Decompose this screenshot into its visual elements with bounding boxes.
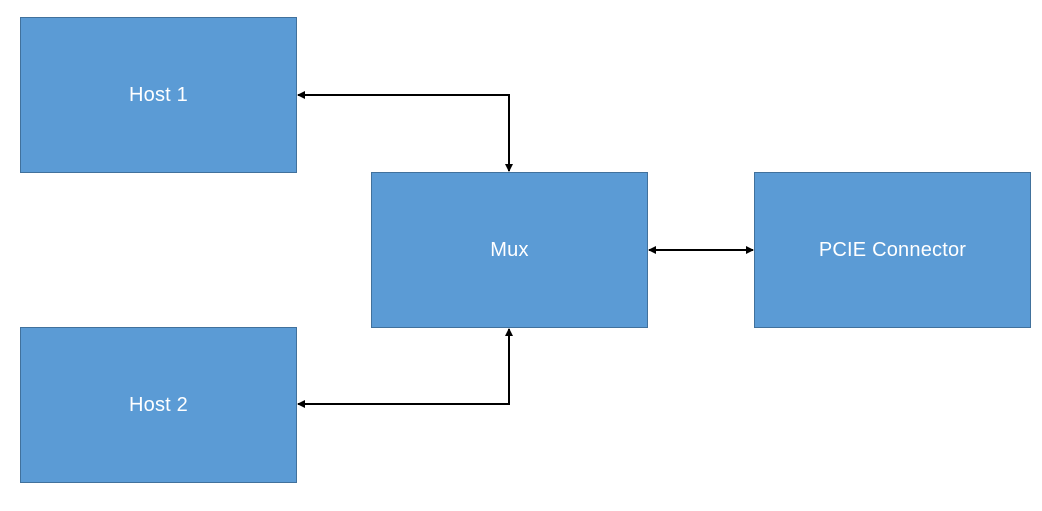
connector-host2-mux bbox=[297, 328, 513, 408]
pcie-connector-block: PCIE Connector bbox=[754, 172, 1031, 328]
host2-label: Host 2 bbox=[128, 393, 188, 416]
connector-host1-mux bbox=[297, 91, 513, 172]
host2-block: Host 2 bbox=[20, 327, 297, 483]
mux-block: Mux bbox=[371, 172, 648, 328]
pcie-connector-label: PCIE Connector bbox=[818, 238, 967, 261]
host1-label: Host 1 bbox=[128, 83, 188, 106]
mux-label: Mux bbox=[490, 238, 529, 261]
host1-block: Host 1 bbox=[20, 17, 297, 173]
